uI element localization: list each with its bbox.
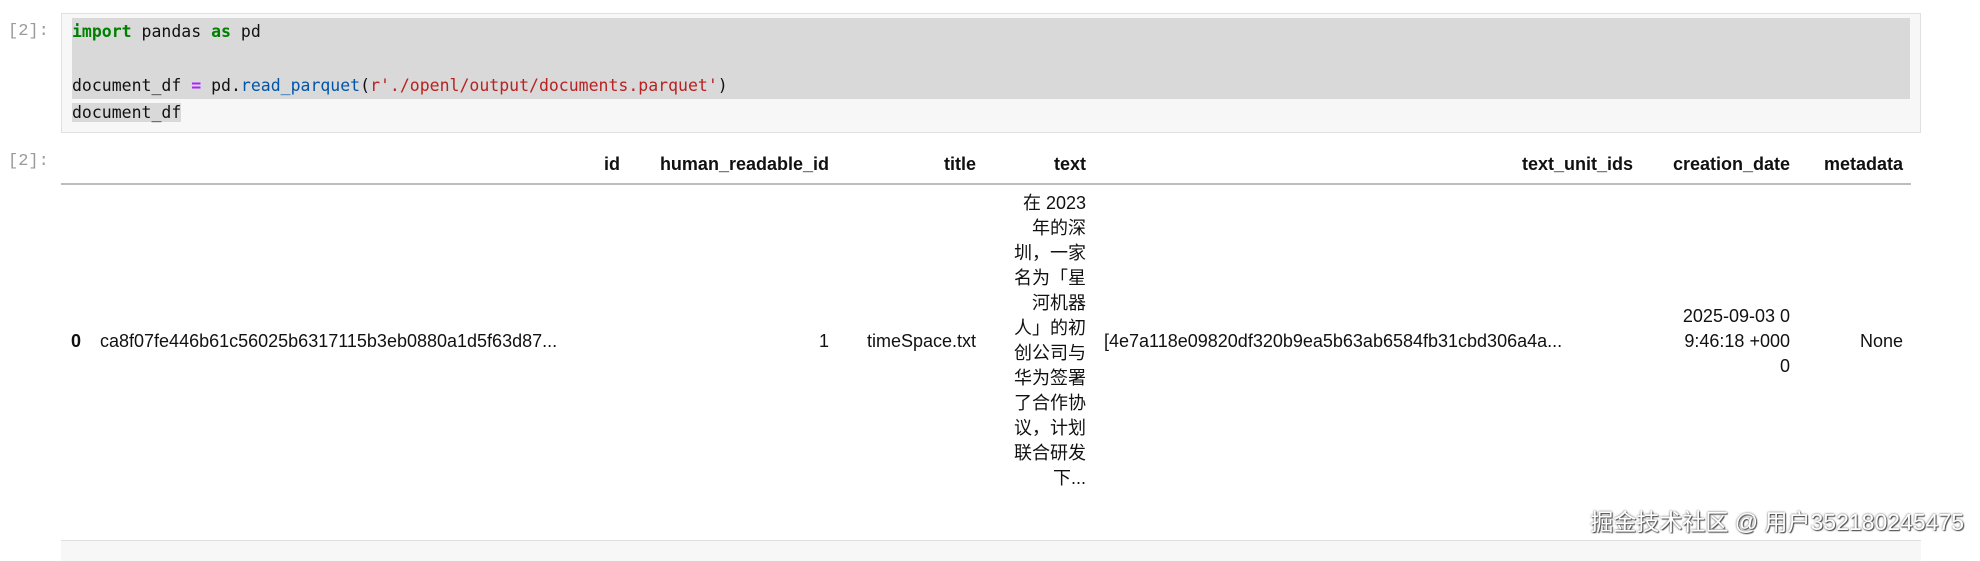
cell-metadata: None <box>1859 330 1903 351</box>
keyword: import <box>72 22 132 41</box>
cell-creation-date: 2025-09-03 09:46:18 +0000 <box>1682 305 1790 376</box>
code-line-1: import pandas as pd <box>72 18 1910 45</box>
code-line-4: document_df <box>72 99 1910 126</box>
cell-text: 在 2023 年的深圳，一家名为「星河机器人」的初创公司与华为签署了合作协议，计… <box>1014 193 1086 488</box>
column-header-index <box>61 150 90 185</box>
column-header-text: text <box>984 150 1094 185</box>
next-cell[interactable] <box>61 540 1921 561</box>
keyword: as <box>211 22 231 41</box>
cell-id: ca8f07fe446b61c56025b6317115b3eb0880a1d5… <box>100 330 558 351</box>
column-header-creation-date: creation_date <box>1641 150 1798 185</box>
string-literal: r'./openl/output/documents.parquet' <box>370 76 718 95</box>
cell-text-unit-ids: [4e7a118e09820df320b9ea5b63ab6584fb31cbd… <box>1104 330 1563 351</box>
cell-human-readable-id: 1 <box>818 330 829 351</box>
function-name: read_parquet <box>240 76 361 95</box>
code-text: pd <box>230 22 261 41</box>
row-index: 0 <box>71 330 82 351</box>
code-text: ( <box>360 76 371 95</box>
code-text: pd. <box>201 76 241 95</box>
dataframe-table: id human_readable_id title text text_uni… <box>61 150 1911 497</box>
code-line-2 <box>72 45 1910 72</box>
operator: = <box>191 76 202 95</box>
table-row: 0 ca8f07fe446b61c56025b6317115b3eb0880a1… <box>61 184 1911 497</box>
column-header-metadata: metadata <box>1798 150 1911 185</box>
column-header-text-unit-ids: text_unit_ids <box>1094 150 1641 185</box>
header-row: id human_readable_id title text text_uni… <box>61 150 1911 185</box>
code-cell[interactable]: import pandas as pd document_df = pd.rea… <box>61 13 1921 133</box>
column-header-id: id <box>90 150 628 185</box>
code-text: ) <box>717 76 728 95</box>
column-header-human-readable-id: human_readable_id <box>628 150 837 185</box>
code-text: document_df <box>72 76 192 95</box>
watermark: 掘金技术社区 @ 用户352180245475 <box>1590 509 1964 535</box>
code-text: document_df <box>72 103 182 122</box>
code-text: pandas <box>131 22 212 41</box>
code-line-3: document_df = pd.read_parquet(r'./openl/… <box>72 72 1910 99</box>
output-prompt: [2]: <box>8 152 49 171</box>
cell-title: timeSpace.txt <box>866 330 976 351</box>
code-editor[interactable]: import pandas as pd document_df = pd.rea… <box>72 18 1910 126</box>
input-prompt: [2]: <box>8 22 49 41</box>
column-header-title: title <box>837 150 984 185</box>
